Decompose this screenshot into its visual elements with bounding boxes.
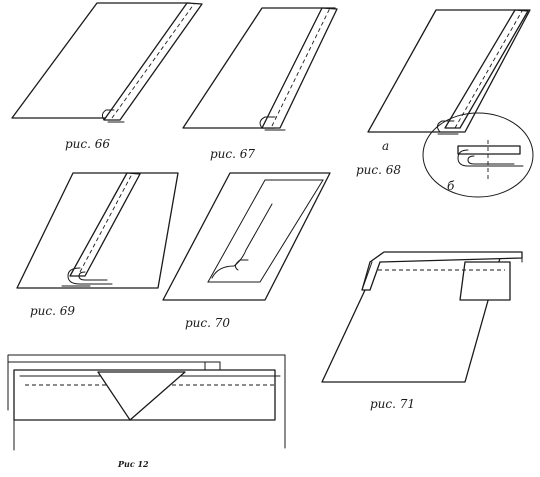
hem-fold-68 (436, 120, 455, 133)
stitch-line-68 (454, 10, 523, 129)
tab-12 (204, 361, 221, 371)
top-band-71 (361, 251, 523, 291)
detail-layer-top-68 (457, 145, 521, 155)
detail-fold-inner-68 (467, 155, 515, 165)
right-band-71 (459, 261, 511, 301)
fabric-sheet-66 (11, 2, 191, 119)
folded-hem-67 (261, 7, 338, 129)
fold-curve-70 (211, 203, 273, 279)
figure-67: рис. 67 (182, 7, 338, 161)
fabric-sheet-70 (162, 172, 331, 301)
inner-panel-70 (207, 179, 324, 283)
folded-hem-66 (103, 2, 203, 121)
garment-outline-12 (7, 354, 286, 449)
caption-71: рис. 71 (370, 397, 415, 411)
figure-68: а б рис. 68 (356, 9, 534, 198)
hem-fold-66 (101, 109, 115, 121)
label-b-68: б (447, 179, 455, 193)
label-a-68: а (382, 139, 389, 153)
caption-69: рис. 69 (30, 304, 75, 318)
folded-hem-68 (444, 9, 529, 129)
figure-66: рис. 66 (11, 2, 203, 151)
hem-fold-inner-69 (78, 271, 108, 281)
stitch-line-69 (79, 173, 133, 273)
hook-70 (234, 259, 249, 271)
figure-12: Рис 12 (7, 354, 286, 469)
detail-fold-68 (457, 149, 524, 167)
stitch-line-67 (271, 7, 331, 127)
fabric-sheet-67 (182, 7, 336, 129)
detail-circle-68 (422, 112, 534, 198)
stitch-line-66 (111, 3, 195, 119)
hem-fold-67 (259, 116, 276, 129)
caption-68: рис. 68 (356, 163, 401, 177)
band-edge-71 (361, 261, 373, 291)
figure-71: рис. 71 (321, 251, 523, 411)
gusset-12 (97, 371, 186, 421)
fabric-sheet-68 (367, 9, 531, 133)
figure-70: рис. 70 (162, 172, 331, 330)
figure-69: рис. 69 (16, 172, 179, 318)
hem-fold-outer-69 (67, 267, 113, 285)
caption-66: рис. 66 (65, 137, 110, 151)
caption-70: рис. 70 (185, 316, 230, 330)
caption-12: Рис 12 (117, 459, 149, 469)
caption-67: рис. 67 (210, 147, 255, 161)
folded-hem-69 (69, 172, 141, 277)
